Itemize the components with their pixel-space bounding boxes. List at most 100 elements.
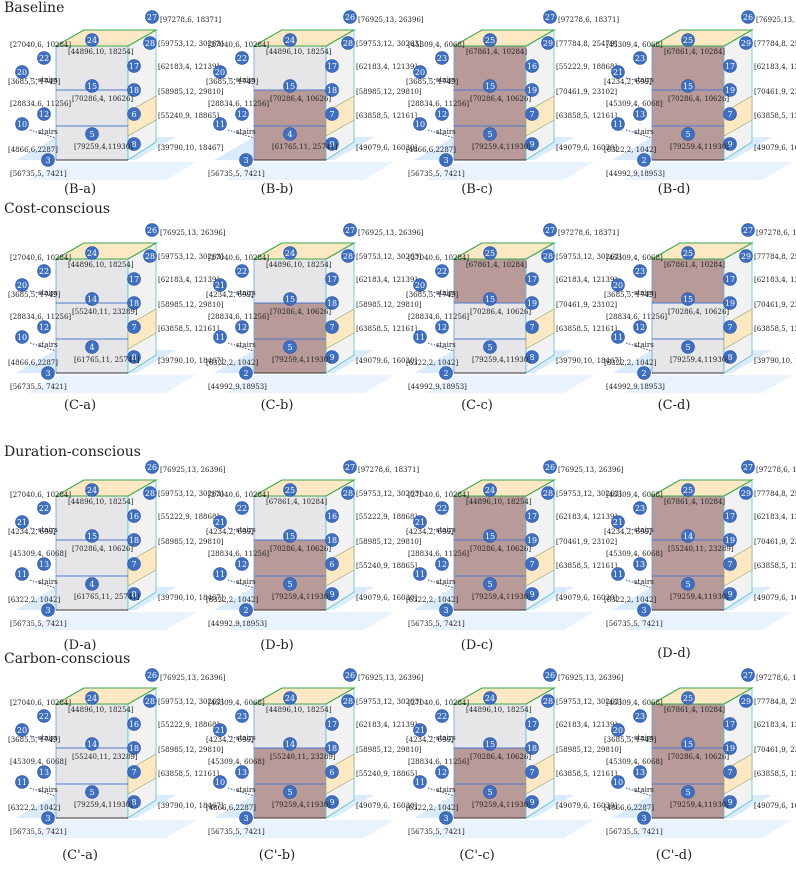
building-diagram-d-a: stairsstairs242628222113113154161878[448… xyxy=(8,460,226,630)
label-left-middle: [28834,6, 11256] xyxy=(10,100,71,108)
number-marker-circle xyxy=(15,330,29,344)
marker-left-middle: 13 xyxy=(37,765,51,779)
label-right: [59753,12, 30263] xyxy=(158,253,224,261)
label-stairs-bottom: [6322,2, 1042] xyxy=(8,596,60,604)
label-right: [77784,8, 25479] xyxy=(556,40,617,48)
marker-right-middle: 18 xyxy=(127,533,141,547)
number-marker-circle xyxy=(37,765,51,779)
marker-floor-upper: 15 xyxy=(283,79,297,93)
number-marker-label: 2 xyxy=(243,606,248,615)
label-right-middle: [70461,9, 23102] xyxy=(556,88,617,96)
number-marker-label: 19 xyxy=(725,744,735,753)
number-marker-label: 16 xyxy=(327,512,337,521)
marker-top: 24 xyxy=(85,483,99,497)
number-marker-circle xyxy=(739,486,753,500)
marker-floor-upper: 15 xyxy=(483,737,497,751)
label-right-lower: [63858,5, 12161] xyxy=(754,562,796,570)
number-marker-label: 23 xyxy=(635,504,645,513)
label-right-upper: [62183,4, 12139] xyxy=(556,721,617,729)
number-marker-circle xyxy=(325,717,339,731)
number-marker-label: 2 xyxy=(641,156,646,165)
marker-right-upper: 16 xyxy=(325,509,339,523)
number-marker-circle xyxy=(283,691,297,705)
label-floor-upper: [70286,4, 10626] xyxy=(72,95,133,103)
roof-outline xyxy=(650,242,754,260)
building-diagram-d-b: stairsstairs252728222112112155161869[678… xyxy=(206,460,422,630)
marker-floor-upper: 15 xyxy=(85,79,99,93)
number-marker-label: 12 xyxy=(437,768,447,777)
marker-top: 24 xyxy=(85,691,99,705)
label-top: [44896,10, 18254] xyxy=(68,48,134,56)
number-marker-circle xyxy=(525,59,539,73)
ground-plane-shadow xyxy=(624,820,792,838)
marker-ground: 2 xyxy=(637,366,651,380)
label-floor-lower: [79259,4,11930] xyxy=(472,801,531,809)
marker-right-middle: 18 xyxy=(127,741,141,755)
number-marker-circle xyxy=(143,694,157,708)
number-marker-label: 20 xyxy=(415,68,425,77)
building-diagram-cp-b: stairsstairs242628232113103145171869[448… xyxy=(206,668,424,838)
marker-right: 28 xyxy=(143,694,157,708)
number-marker-circle xyxy=(681,246,695,260)
number-marker-label: 24 xyxy=(87,694,97,703)
label-top-right: [76925,13, 26396] xyxy=(558,466,624,474)
number-marker-circle xyxy=(325,350,339,364)
marker-right-bottom: 9 xyxy=(723,137,737,151)
number-marker-circle xyxy=(435,51,449,65)
lower-floor-front xyxy=(253,89,327,161)
number-marker-label: 9 xyxy=(727,140,732,149)
label-stairs-bottom: [6322,2, 1042] xyxy=(8,804,60,812)
number-marker-label: 18 xyxy=(327,86,337,95)
marker-floor-lower: 5 xyxy=(681,127,695,141)
number-marker-circle xyxy=(235,51,249,65)
label-stairs-bottom: [6322,2, 1042] xyxy=(406,804,458,812)
stairs-line-top xyxy=(427,77,455,85)
number-marker-label: 3 xyxy=(243,156,248,165)
roof-outline xyxy=(252,29,356,47)
marker-top-right: 27 xyxy=(343,223,357,237)
number-marker-circle xyxy=(723,717,737,731)
number-marker-label: 3 xyxy=(243,814,248,823)
label-left-middle: [45309,4, 6068] xyxy=(606,758,663,766)
marker-right-lower: 7 xyxy=(723,107,737,121)
marker-right-upper: 17 xyxy=(723,509,737,523)
number-marker-circle xyxy=(435,709,449,723)
number-marker-circle xyxy=(723,795,737,809)
caption-d-d: (D-d) xyxy=(657,646,691,661)
marker-left-upper: 23 xyxy=(633,501,647,515)
marker-floor-upper: 14 xyxy=(681,529,695,543)
marker-right-bottom: 8 xyxy=(127,137,141,151)
number-marker-circle xyxy=(723,587,737,601)
marker-left-middle: 12 xyxy=(435,320,449,334)
number-marker-circle xyxy=(525,350,539,364)
stairs-label-bottom: stairs xyxy=(436,578,456,586)
number-marker-label: 22 xyxy=(237,504,247,513)
number-marker-circle xyxy=(723,350,737,364)
number-marker-circle xyxy=(127,741,141,755)
label-left-upper: [27040,6, 10284] xyxy=(208,491,269,499)
label-stairs-top: [3685,5, 1749] xyxy=(8,736,60,744)
number-marker-circle xyxy=(681,127,695,141)
number-marker-label: 23 xyxy=(635,267,645,276)
label-top: [44896,10, 18254] xyxy=(266,48,332,56)
number-marker-circle xyxy=(325,59,339,73)
label-floor-lower: [79259,4,11930] xyxy=(670,356,729,364)
number-marker-circle xyxy=(413,515,427,529)
marker-right-middle: 18 xyxy=(325,533,339,547)
number-marker-circle xyxy=(15,278,29,292)
number-marker-circle xyxy=(127,296,141,310)
number-marker-circle xyxy=(325,741,339,755)
stairs-label-bottom: stairs xyxy=(436,786,456,794)
marker-floor-upper: 15 xyxy=(283,292,297,306)
marker-top-right: 27 xyxy=(741,460,755,474)
number-marker-circle xyxy=(681,79,695,93)
marker-stairs-bottom: 11 xyxy=(15,567,29,581)
ground-plane-shadow xyxy=(426,375,594,393)
label-top-right: [76925,13, 26396] xyxy=(358,16,424,24)
label-ground: [56735,5, 7421] xyxy=(208,828,265,836)
number-marker-circle xyxy=(483,340,497,354)
marker-floor-lower: 5 xyxy=(283,577,297,591)
label-ground: [56735,5, 7421] xyxy=(408,170,465,178)
marker-right-bottom: 9 xyxy=(525,795,539,809)
number-marker-label: 3 xyxy=(45,156,50,165)
